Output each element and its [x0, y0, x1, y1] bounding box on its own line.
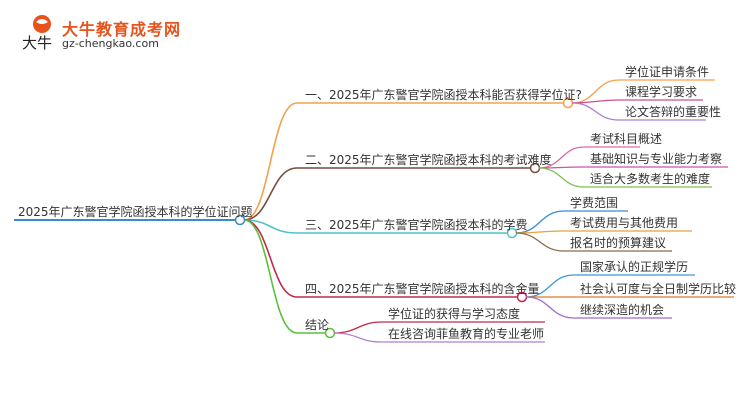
leaf-connector — [333, 332, 383, 343]
svg-text:大牛: 大牛 — [22, 34, 52, 52]
leaf-connector — [525, 296, 575, 319]
branch-connector — [243, 167, 298, 221]
brand-url: gz-chengkao.com — [62, 37, 159, 50]
leaf-label: 课程学习要求 — [625, 85, 698, 99]
branch-connector — [243, 219, 298, 298]
brand-name: 大牛教育成考网 — [62, 20, 182, 39]
branch-connector — [243, 102, 298, 221]
branch-label: 一、2025年广东警官学院函授本科能否获得学位证? — [305, 88, 582, 102]
branch-connector — [243, 219, 298, 234]
branch-label: 二、2025年广东警官学院函授本科的考试难度 — [305, 153, 552, 167]
leaf-label: 考试科目概述 — [590, 132, 663, 146]
leaf-connector — [515, 232, 565, 252]
mindmap-root-label: 2025年广东警官学院函授本科的学位证问题 — [18, 205, 253, 219]
leaf-label: 在线咨询菲鱼教育的专业老师 — [388, 327, 545, 341]
leaf-connector — [571, 102, 620, 121]
bull-logo-icon: 大牛 — [22, 15, 52, 52]
leaf-label: 学位证的获得与学习态度 — [388, 307, 521, 321]
root-node[interactable] — [234, 214, 246, 226]
branch-label: 四、2025年广东警官学院函授本科的含金量 — [305, 282, 540, 296]
leaf-label: 社会认可度与全日制学历比较 — [580, 282, 737, 296]
leaf-label: 适合大多数考生的难度 — [590, 172, 711, 186]
leaf-label: 论文答辩的重要性 — [625, 105, 722, 119]
branch-connector — [243, 219, 298, 334]
leaf-label: 学费范围 — [570, 196, 619, 210]
brand-logo[interactable]: 大牛 大牛教育成考网 gz-chengkao.com — [18, 14, 218, 56]
leaf-label: 报名时的预算建议 — [570, 236, 667, 250]
leaf-connector — [333, 321, 383, 334]
leaf-label: 考试费用与其他费用 — [570, 216, 679, 230]
leaf-connector — [538, 167, 585, 188]
leaf-label: 基础知识与专业能力考察 — [590, 152, 723, 166]
branch-label: 结论 — [305, 318, 330, 332]
leaf-label: 继续深造的机会 — [580, 303, 665, 317]
leaf-label: 国家承认的正规学历 — [580, 260, 689, 274]
leaf-label: 学位证申请条件 — [625, 65, 710, 79]
branch-label: 三、2025年广东警官学院函授本科的学费 — [305, 218, 528, 232]
